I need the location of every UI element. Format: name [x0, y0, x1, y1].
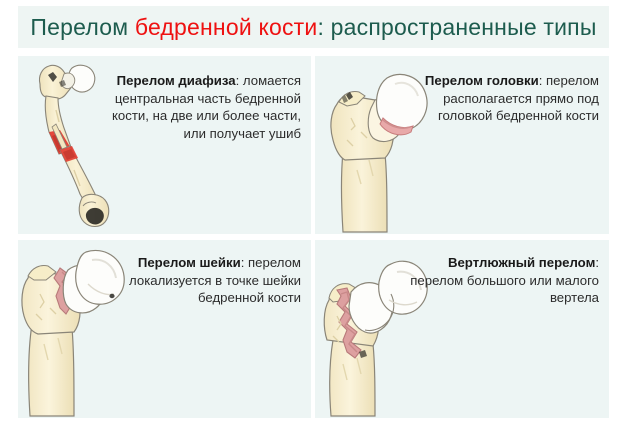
panel-head-fracture: Перелом головки: перелом располагается п… [315, 56, 609, 234]
caption-neck-fracture: Перелом шейки: перелом локализуется в то… [103, 254, 301, 307]
proximal-femur-with-neck-fracture-illustration [18, 244, 138, 418]
separator-trochanteric: : [595, 255, 599, 270]
description-neck: перелом локализуется в точке шейки бедре… [129, 255, 301, 305]
caption-diaphyseal-fracture: Перелом диафиза: ломается центральная ча… [101, 72, 301, 142]
description-diaphyseal: ломается центральная часть бедренной кос… [112, 73, 301, 141]
term-neck: Перелом шейки [137, 255, 241, 270]
full-femur-with-midshaft-fracture-illustration [26, 58, 118, 234]
description-trochanteric: перелом большого или малого вертела [410, 272, 599, 306]
caption-trochanteric-fracture: Вертлюжный перелом: перелом большого или… [395, 254, 599, 307]
title-part-one: Перелом [30, 13, 135, 40]
title-banner: Перелом бедренной кости: распространенны… [18, 6, 609, 48]
separator-neck: : [240, 255, 245, 270]
term-head: Перелом головки [424, 73, 539, 88]
panel-diaphyseal-fracture: Перелом диафиза: ломается центральная ча… [18, 56, 311, 234]
panel-neck-fracture: Перелом шейки: перелом локализуется в то… [18, 240, 311, 418]
title-highlight: бедренной кости [134, 13, 318, 40]
panel-trochanteric-fracture: Вертлюжный перелом: перелом большого или… [315, 240, 609, 418]
fracture-type-grid: Перелом диафиза: ломается центральная ча… [18, 56, 609, 418]
separator-head: : [538, 73, 543, 88]
proximal-femur-with-subcapital-fracture-illustration [317, 60, 435, 234]
title-part-two: : распространенные типы [317, 13, 597, 40]
separator-diaphyseal: : [235, 73, 240, 88]
proximal-femur-with-trochanteric-fracture-illustration [315, 244, 437, 418]
page-title: Перелом бедренной кости: распространенны… [30, 13, 597, 40]
term-trochanteric: Вертлюжный перелом [447, 255, 596, 270]
description-head: перелом располагается прямо под головкой… [437, 73, 599, 123]
caption-head-fracture: Перелом головки: перелом располагается п… [399, 72, 599, 125]
term-diaphyseal: Перелом диафиза [116, 73, 236, 88]
